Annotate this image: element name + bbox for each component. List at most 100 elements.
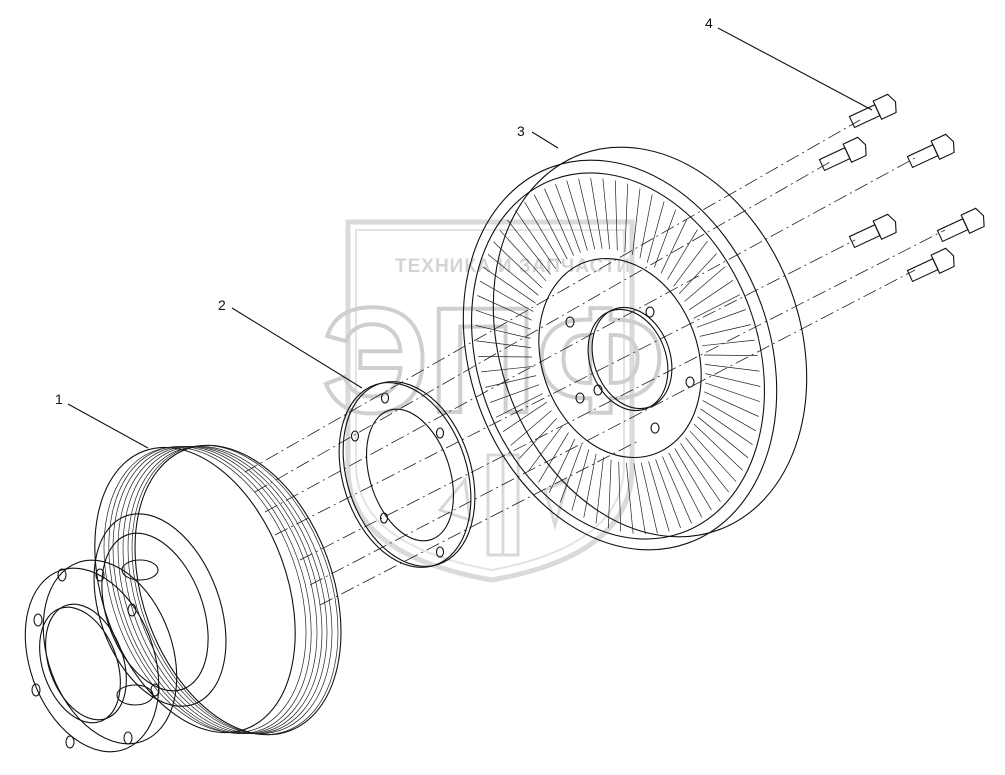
gear-tooth [704, 364, 760, 372]
part-4-bolts [818, 93, 985, 283]
gear-tooth [475, 309, 531, 330]
gear-tooth [595, 457, 604, 524]
gear-tooth [689, 430, 737, 482]
gear-tooth [524, 201, 562, 264]
gear-tooth [578, 178, 596, 250]
gear-tooth [571, 449, 590, 511]
gear-tooth [702, 400, 757, 432]
gear-tooth [618, 461, 622, 532]
gear-tooth [685, 437, 729, 493]
gear-tooth [632, 188, 641, 255]
gear-tooth [662, 456, 692, 524]
part-2-gasket-ring [338, 381, 476, 568]
gear-tooth [702, 339, 755, 347]
bolt [936, 207, 985, 243]
gear-tooth [490, 384, 540, 403]
gear-teeth [475, 177, 761, 535]
callout-3-label: 3 [517, 123, 525, 139]
gear-tooth [590, 177, 603, 249]
gear-tooth [583, 453, 597, 518]
gear-tooth [483, 267, 536, 304]
gear-tooth [653, 209, 677, 268]
callout-4: 4 [705, 15, 873, 111]
gear-tooth [639, 194, 653, 259]
bolt [906, 133, 955, 169]
gear-tooth [533, 194, 568, 260]
gear-tooth [493, 241, 543, 289]
gear-tooth [502, 401, 547, 432]
gear-tooth [485, 375, 537, 388]
gear-tooth [646, 201, 665, 263]
gear-tooth [648, 461, 670, 532]
bolt [848, 93, 897, 129]
gear-tooth [667, 229, 698, 280]
gear-tooth [703, 354, 758, 356]
gasket-holes [350, 392, 445, 558]
gear-tooth [693, 423, 743, 471]
gear-tooth [475, 325, 531, 339]
callout-3: 3 [517, 123, 559, 149]
gear-tooth [673, 240, 708, 287]
watermark-building-icon [437, 453, 571, 557]
callout-2: 2 [218, 297, 363, 389]
watermark: ТЕХНИКА И ЗАПЧАСТИ ЭПФ [320, 219, 667, 583]
gear-tooth [477, 295, 532, 321]
gear-tooth [544, 188, 574, 256]
gear-tooth [697, 416, 749, 459]
callout-1: 1 [55, 391, 149, 449]
gear-tooth [640, 462, 658, 534]
gear-tooth [699, 324, 751, 337]
gear-tooth [548, 438, 576, 493]
gear-tooth [566, 180, 588, 251]
gear-tooth [478, 356, 533, 358]
gear-tooth [602, 178, 610, 250]
gear-tooth [696, 309, 746, 328]
callout-2-label: 2 [218, 297, 226, 313]
bolt [848, 213, 897, 249]
callout-1-label: 1 [55, 391, 63, 407]
gear-tooth [487, 253, 539, 296]
gear-hub-holes [565, 306, 695, 434]
gear-tooth [700, 408, 753, 445]
gear-tooth [614, 180, 618, 251]
watermark-text: ТЕХНИКА И ЗАПЧАСТИ [395, 256, 631, 277]
part-1-pulley [24, 444, 342, 753]
gear-tooth [479, 280, 534, 312]
gear-tooth [481, 365, 534, 373]
gear-tooth [476, 340, 532, 348]
gear-tooth [633, 463, 646, 535]
gear-tooth [705, 382, 761, 403]
callouts: 1 2 3 4 [55, 15, 873, 449]
gear-tooth [679, 253, 717, 294]
gear-tooth [495, 393, 543, 418]
gear-tooth [607, 459, 612, 529]
callout-4-label: 4 [705, 15, 713, 31]
flange-bolt-holes [31, 568, 160, 749]
gear-tooth [705, 373, 761, 387]
gear-tooth [680, 443, 721, 502]
gear-tooth [559, 444, 583, 503]
gear-tooth [704, 391, 759, 417]
gear-tooth [624, 183, 629, 253]
gear-tooth [689, 280, 734, 311]
gear-tooth [515, 210, 556, 269]
gear-tooth [668, 452, 703, 518]
gear-tooth [519, 418, 557, 459]
gear-tooth [684, 266, 726, 302]
gear-tooth [510, 410, 552, 446]
gear-tooth [538, 432, 569, 483]
gear-tooth [655, 459, 681, 529]
gear-tooth [660, 219, 688, 274]
gear-tooth [499, 230, 547, 282]
pulley-grooves [103, 444, 339, 736]
part-3-gear-disc [462, 146, 808, 551]
gear-tooth [528, 425, 563, 472]
gear-tooth [693, 294, 741, 319]
bolt [906, 247, 955, 283]
gear-tooth [674, 448, 712, 511]
gear-tooth [626, 462, 634, 534]
gear-tooth [507, 219, 551, 275]
bolt [818, 136, 867, 172]
gear-tooth [555, 183, 581, 253]
